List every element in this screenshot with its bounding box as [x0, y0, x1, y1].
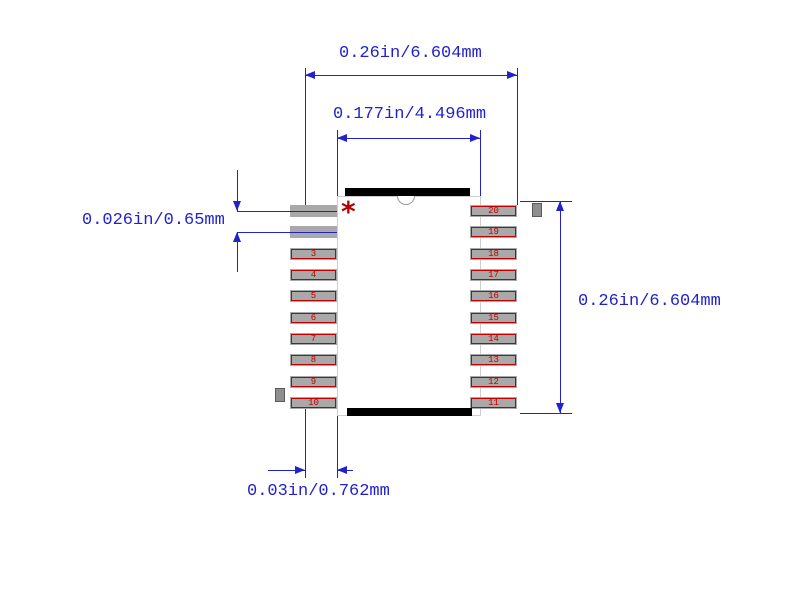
arrowhead [233, 201, 241, 211]
dim-inner-width-line [337, 138, 481, 139]
pad-left-4: 4 [290, 269, 337, 281]
fiducial-bottom-left [275, 388, 285, 402]
pad-left-8: 8 [290, 354, 337, 366]
dim-label-pin-pitch: 0.026in/0.65mm [82, 211, 225, 230]
pin-number-19: 19 [471, 227, 516, 237]
pad-right-11: 11 [470, 397, 517, 409]
package-body [337, 196, 481, 416]
pad-right-14: 14 [470, 333, 517, 345]
pad-left-9: 9 [290, 376, 337, 388]
arrowhead [337, 134, 347, 142]
top-bar [345, 188, 470, 196]
pin-number-3: 3 [291, 249, 336, 259]
dim-top-width-ext-right [517, 68, 518, 205]
dim-label-top-width: 0.26in/6.604mm [339, 44, 482, 63]
pad-left-3: 3 [290, 248, 337, 260]
pad-left-6: 6 [290, 312, 337, 324]
dim-offset-ext-right [337, 416, 338, 478]
dim-pitch-line-pin2 [237, 232, 337, 233]
pad-right-16: 16 [470, 290, 517, 302]
fiducial-top-right [532, 203, 542, 217]
pin-number-15: 15 [471, 313, 516, 323]
arrowhead [305, 71, 315, 79]
pin-number-5: 5 [291, 291, 336, 301]
dim-height-ext-bottom [520, 413, 572, 414]
pad-left-10: 10 [290, 397, 337, 409]
arrowhead [556, 201, 564, 211]
pad-right-13: 13 [470, 354, 517, 366]
pad-right-18: 18 [470, 248, 517, 260]
pin-number-7: 7 [291, 334, 336, 344]
pad-right-19: 19 [470, 226, 517, 238]
dim-height-ext-top [520, 201, 572, 202]
arrowhead [556, 403, 564, 413]
arrowhead [470, 134, 480, 142]
pin-number-12: 12 [471, 377, 516, 387]
pad-left-7: 7 [290, 333, 337, 345]
dim-pitch-line-pin1 [237, 211, 337, 212]
pad-right-20: 20 [470, 205, 517, 217]
dim-height-line [560, 201, 561, 414]
dim-top-width-ext-left [305, 68, 306, 205]
pin-number-10: 10 [291, 398, 336, 408]
bottom-bar [347, 408, 472, 416]
arrowhead [507, 71, 517, 79]
arrowhead [233, 232, 241, 242]
dim-label-side-height: 0.26in/6.604mm [578, 292, 721, 311]
pin-number-18: 18 [471, 249, 516, 259]
dim-label-inner-width: 0.177in/4.496mm [333, 105, 487, 124]
pin-number-16: 16 [471, 291, 516, 301]
pin-number-20: 20 [471, 206, 516, 216]
arrowhead [295, 466, 305, 474]
pin1-marker: * [341, 195, 356, 228]
pin-number-8: 8 [291, 355, 336, 365]
pad-right-12: 12 [470, 376, 517, 388]
pad-right-15: 15 [470, 312, 517, 324]
arrowhead [337, 466, 347, 474]
pin-number-11: 11 [471, 398, 516, 408]
dim-pitch-vert-top [237, 170, 238, 211]
pin-number-13: 13 [471, 355, 516, 365]
dim-inner-width-ext-right [480, 130, 481, 196]
pin-number-17: 17 [471, 270, 516, 280]
dim-top-width-line [305, 75, 518, 76]
pad-right-17: 17 [470, 269, 517, 281]
pad-left-5: 5 [290, 290, 337, 302]
dim-label-pad-offset: 0.03in/0.762mm [247, 482, 390, 501]
dim-pitch-vert-bottom [237, 232, 238, 272]
pin-number-6: 6 [291, 313, 336, 323]
pin-number-14: 14 [471, 334, 516, 344]
dim-offset-ext-left [305, 409, 306, 478]
dim-inner-width-ext-left [337, 130, 338, 196]
dim-offset-tail-left [268, 470, 305, 471]
pin-number-4: 4 [291, 270, 336, 280]
pin-number-9: 9 [291, 377, 336, 387]
